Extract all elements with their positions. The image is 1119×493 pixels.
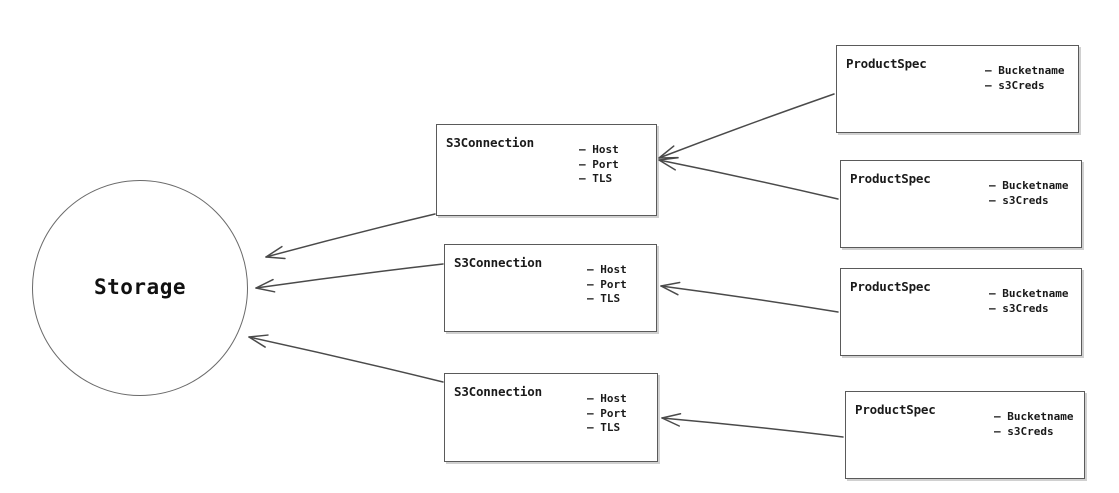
node-attribute: – Port bbox=[587, 406, 627, 420]
node-attribute: – Host bbox=[587, 392, 627, 405]
node-attribute: – s3Creds bbox=[989, 193, 1049, 207]
node-productspec-1[interactable]: ProductSpec – Bucketname– s3Creds bbox=[836, 45, 1079, 133]
node-attribute: – TLS bbox=[587, 292, 621, 305]
node-productspec-4[interactable]: ProductSpec – Bucketname– s3Creds bbox=[845, 391, 1085, 479]
edge-s3connection-1-to-storage bbox=[265, 213, 436, 258]
edge-s3connection-2-to-storage bbox=[255, 263, 444, 289]
node-attribute: – Port bbox=[579, 157, 619, 171]
node-s3connection-1[interactable]: S3Connection – Host– Port– TLS bbox=[436, 124, 657, 216]
node-s3connection-3-title: S3Connection bbox=[454, 384, 542, 399]
node-s3connection-2-attributes: – Host– Port– TLS bbox=[587, 263, 627, 307]
node-productspec-4-attributes: – Bucketname– s3Creds bbox=[994, 410, 1073, 439]
node-productspec-3-title: ProductSpec bbox=[850, 279, 931, 294]
node-attribute: – Bucketname bbox=[989, 179, 1069, 192]
node-attribute: – TLS bbox=[579, 172, 613, 185]
node-attribute: – Host bbox=[579, 143, 619, 156]
node-attribute: – Host bbox=[587, 263, 627, 276]
node-s3connection-1-attributes: – Host– Port– TLS bbox=[579, 143, 619, 187]
node-storage-label: Storage bbox=[93, 275, 186, 299]
node-productspec-1-title: ProductSpec bbox=[846, 56, 927, 71]
edge-productspec-2-to-s3connection-1 bbox=[658, 159, 839, 200]
node-productspec-3[interactable]: ProductSpec – Bucketname– s3Creds bbox=[840, 268, 1082, 356]
node-attribute: – Port bbox=[587, 277, 627, 291]
node-storage[interactable]: Storage bbox=[32, 180, 248, 396]
edge-productspec-3-to-s3connection-2 bbox=[660, 285, 839, 313]
edge-productspec-4-to-s3connection-3 bbox=[661, 417, 844, 438]
node-s3connection-2-title: S3Connection bbox=[454, 255, 542, 270]
edge-s3connection-3-to-storage bbox=[248, 336, 444, 383]
node-s3connection-3-attributes: – Host– Port– TLS bbox=[587, 392, 627, 436]
arrowhead-productspec-4-to-s3connection-3 bbox=[661, 413, 682, 427]
arrowhead-productspec-3-to-s3connection-2 bbox=[660, 281, 681, 296]
node-s3connection-3[interactable]: S3Connection – Host– Port– TLS bbox=[444, 373, 658, 462]
arrowhead-s3connection-1-to-storage bbox=[265, 245, 286, 260]
node-attribute: – s3Creds bbox=[989, 301, 1049, 315]
node-productspec-2-title: ProductSpec bbox=[850, 171, 931, 186]
node-productspec-3-attributes: – Bucketname– s3Creds bbox=[989, 287, 1068, 316]
arrowhead-productspec-2-to-s3connection-1 bbox=[658, 157, 679, 171]
edge-productspec-1-to-s3connection-1 bbox=[658, 93, 835, 159]
node-attribute: – s3Creds bbox=[994, 424, 1054, 438]
arrowhead-s3connection-3-to-storage bbox=[248, 334, 269, 348]
node-s3connection-2[interactable]: S3Connection – Host– Port– TLS bbox=[444, 244, 657, 332]
node-s3connection-1-title: S3Connection bbox=[446, 135, 534, 150]
node-attribute: – Bucketname bbox=[994, 410, 1074, 423]
node-productspec-1-attributes: – Bucketname– s3Creds bbox=[985, 64, 1064, 93]
node-productspec-2-attributes: – Bucketname– s3Creds bbox=[989, 179, 1068, 208]
node-productspec-2[interactable]: ProductSpec – Bucketname– s3Creds bbox=[840, 160, 1082, 248]
node-attribute: – Bucketname bbox=[985, 64, 1065, 77]
node-attribute: – TLS bbox=[587, 421, 621, 434]
node-attribute: – s3Creds bbox=[985, 78, 1045, 92]
arrowhead-productspec-1-to-s3connection-1 bbox=[658, 145, 679, 159]
node-attribute: – Bucketname bbox=[989, 287, 1069, 300]
arrowhead-s3connection-2-to-storage bbox=[255, 278, 276, 293]
node-productspec-4-title: ProductSpec bbox=[855, 402, 936, 417]
